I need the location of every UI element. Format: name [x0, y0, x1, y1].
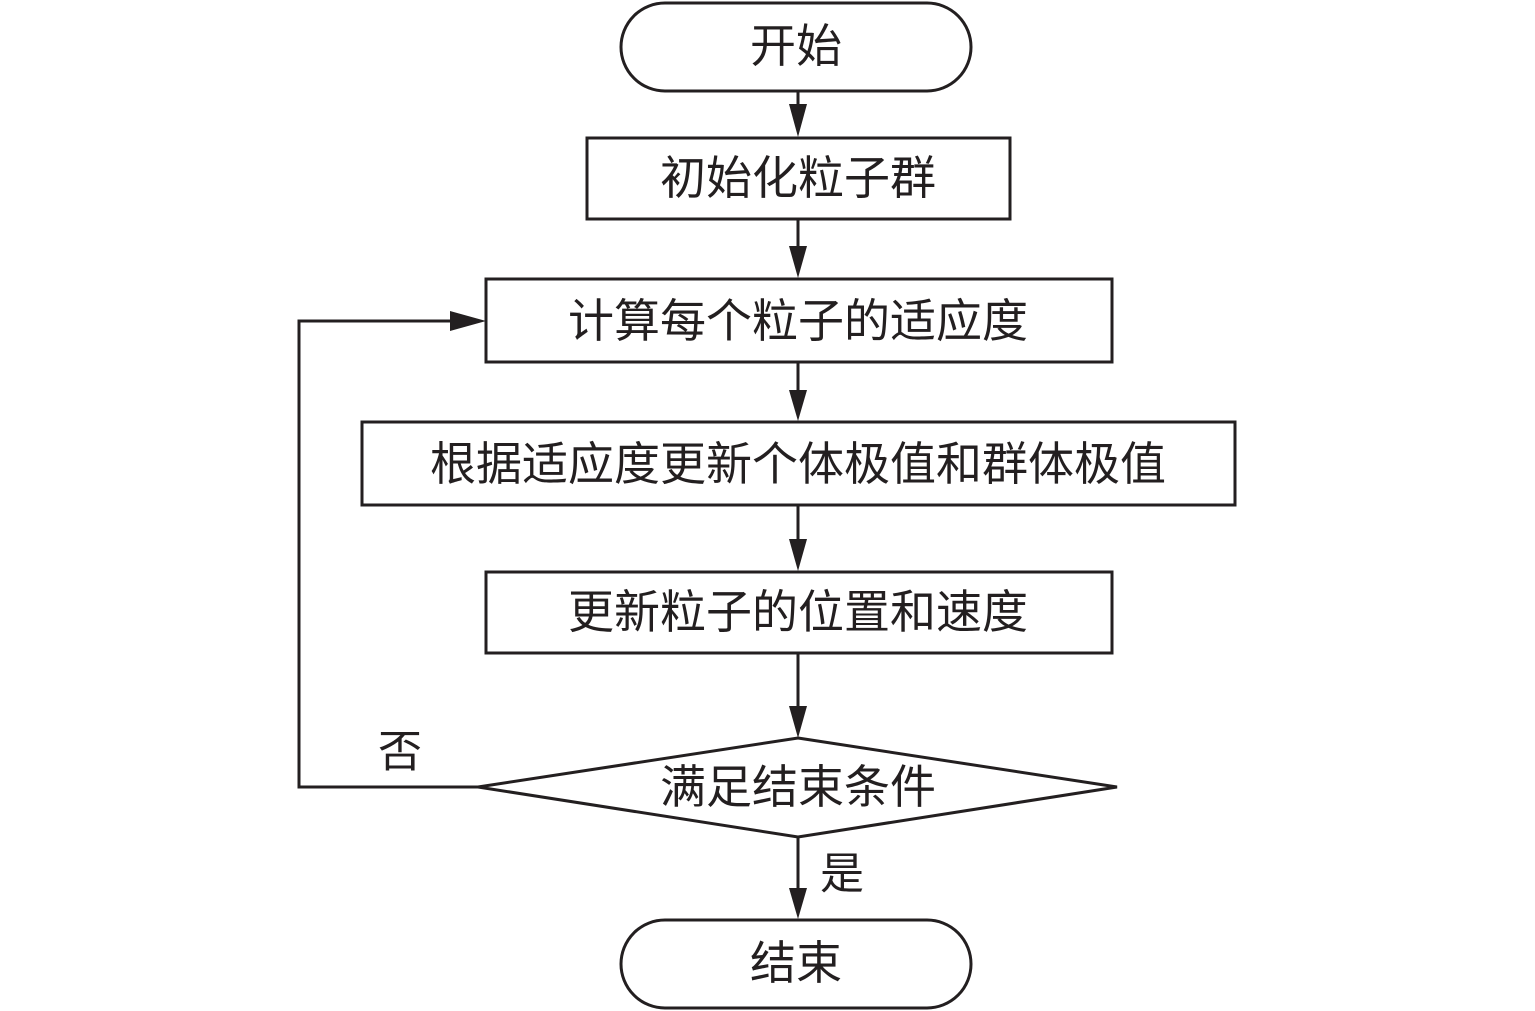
node-fitness: 计算每个粒子的适应度	[484, 277, 1114, 364]
edge-start-to-init	[789, 91, 807, 137]
loop-back-line	[297, 319, 478, 789]
end-label: 结束	[750, 936, 842, 990]
node-start: 开始	[619, 1, 973, 93]
update-pos-label: 更新粒子的位置和速度	[568, 585, 1028, 639]
condition-label: 满足结束条件	[660, 760, 936, 814]
start-label: 开始	[750, 19, 842, 73]
arrow-down-icon	[789, 104, 807, 137]
arrow-down-icon	[789, 706, 807, 738]
fitness-label: 计算每个粒子的适应度	[568, 294, 1028, 348]
arrow-down-icon	[789, 888, 807, 919]
arrow-down-icon	[789, 390, 807, 421]
node-condition: 满足结束条件	[477, 736, 1118, 839]
update-best-process-box	[360, 420, 1237, 507]
edge-condition-to-end: 是	[789, 837, 864, 919]
node-end: 结束	[619, 918, 973, 1010]
arrow-down-icon	[789, 539, 807, 571]
arrow-down-icon	[789, 246, 807, 278]
node-update-best: 根据适应度更新个体极值和群体极值	[360, 420, 1237, 507]
arrow-right-icon	[450, 311, 486, 331]
edge-init-to-fitness	[789, 219, 807, 278]
node-init: 初始化粒子群	[585, 136, 1012, 221]
start-terminal-shape	[619, 1, 973, 93]
update-pos-process-box	[484, 570, 1114, 655]
edge-fitness-to-update-best	[789, 362, 807, 421]
init-label: 初始化粒子群	[660, 151, 936, 205]
no-label: 否	[378, 727, 422, 778]
edge-update-pos-to-condition	[789, 653, 807, 738]
update-best-label: 根据适应度更新个体极值和群体极值	[430, 437, 1166, 491]
edge-condition-to-fitness-loop: 否	[297, 311, 486, 789]
node-update-pos: 更新粒子的位置和速度	[484, 570, 1114, 655]
yes-label: 是	[820, 849, 864, 900]
end-terminal-shape	[619, 918, 973, 1010]
edge-update-best-to-update-pos	[789, 505, 807, 571]
init-process-box	[585, 136, 1012, 221]
